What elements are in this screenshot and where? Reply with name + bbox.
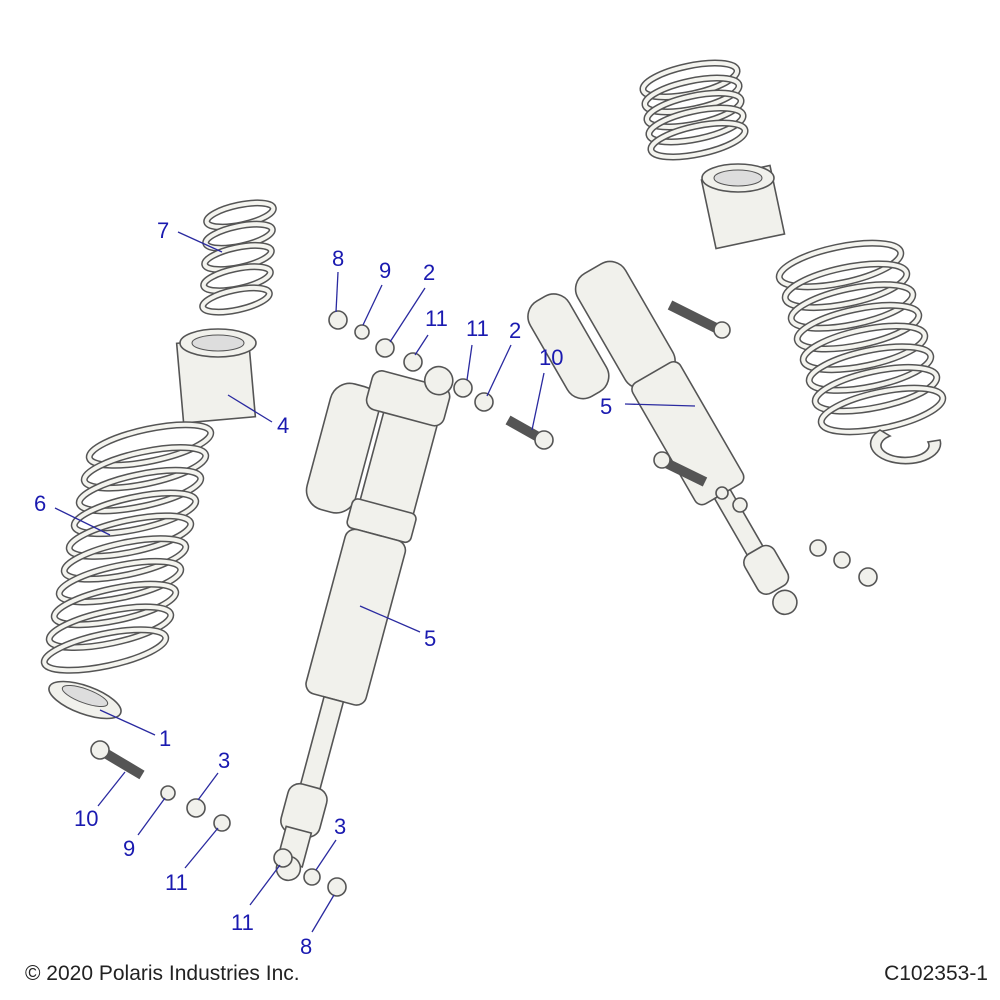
callout-4: 4 bbox=[277, 413, 289, 438]
callout-11: 11 bbox=[165, 870, 188, 895]
spring-coil bbox=[57, 559, 183, 604]
callout-11: 11 bbox=[231, 910, 254, 935]
hardware-right bbox=[715, 486, 878, 587]
bolt-right-bottom bbox=[653, 451, 708, 487]
spring-coil bbox=[813, 365, 939, 414]
part-code: C102353-1 bbox=[884, 962, 988, 985]
spring-coil bbox=[646, 106, 746, 144]
spring-coil bbox=[807, 344, 933, 393]
copyright-text: © 2020 Polaris Industries Inc. bbox=[25, 962, 300, 985]
bolt-right-top bbox=[667, 300, 731, 339]
callout-10: 10 bbox=[539, 345, 563, 370]
spring-coil bbox=[82, 445, 208, 491]
spring-coil bbox=[819, 386, 945, 434]
spring-coil bbox=[777, 241, 903, 289]
callout-labels: 7 8 9 2 11 11 2 10 4 5 6 5 1 3 10 9 11 3… bbox=[34, 218, 612, 959]
hardware-center-top bbox=[328, 310, 554, 450]
spring-coil bbox=[795, 303, 921, 351]
callout-5: 5 bbox=[424, 626, 436, 651]
callout-1: 1 bbox=[159, 726, 171, 751]
spring-lower-left bbox=[40, 421, 215, 674]
callout-8: 8 bbox=[332, 246, 344, 271]
callout-3: 3 bbox=[334, 814, 346, 839]
spring-coil bbox=[77, 468, 203, 513]
spring-coil bbox=[52, 582, 178, 627]
spring-retainer-left bbox=[48, 680, 122, 720]
spring-spacer-right bbox=[700, 163, 786, 250]
callout-9: 9 bbox=[379, 258, 391, 283]
hardware-center-bottom bbox=[90, 740, 347, 897]
spring-coil bbox=[789, 282, 915, 331]
spring-coil bbox=[62, 536, 188, 582]
callout-5: 5 bbox=[600, 394, 612, 419]
lower-spring-right bbox=[775, 239, 947, 436]
spring-coil bbox=[648, 121, 748, 159]
spring-coil bbox=[87, 422, 213, 468]
spring-upper-left bbox=[199, 199, 277, 316]
callout-10: 10 bbox=[74, 806, 98, 831]
callout-3: 3 bbox=[218, 748, 230, 773]
callout-2: 2 bbox=[509, 318, 521, 343]
upper-spring-right bbox=[639, 59, 749, 161]
spring-coil bbox=[200, 285, 272, 315]
spring-retainer-right bbox=[869, 429, 942, 465]
callout-8: 8 bbox=[300, 934, 312, 959]
callout-2: 2 bbox=[423, 260, 435, 285]
callout-9: 9 bbox=[123, 836, 135, 861]
callout-7: 7 bbox=[157, 218, 169, 243]
spring-coil bbox=[67, 513, 193, 559]
leader-lines bbox=[54, 231, 696, 933]
spring-spacer-left bbox=[175, 328, 257, 424]
spring-coil bbox=[42, 627, 168, 673]
spring-coil bbox=[47, 604, 173, 650]
spring-coil bbox=[783, 261, 909, 310]
spring-coil bbox=[801, 324, 927, 372]
callout-6: 6 bbox=[34, 491, 46, 516]
shock-absorber-center bbox=[275, 365, 454, 882]
callout-11: 11 bbox=[466, 316, 489, 341]
spring-coil bbox=[72, 491, 198, 536]
callout-11: 11 bbox=[425, 306, 448, 331]
shock-absorber-right bbox=[527, 260, 798, 616]
